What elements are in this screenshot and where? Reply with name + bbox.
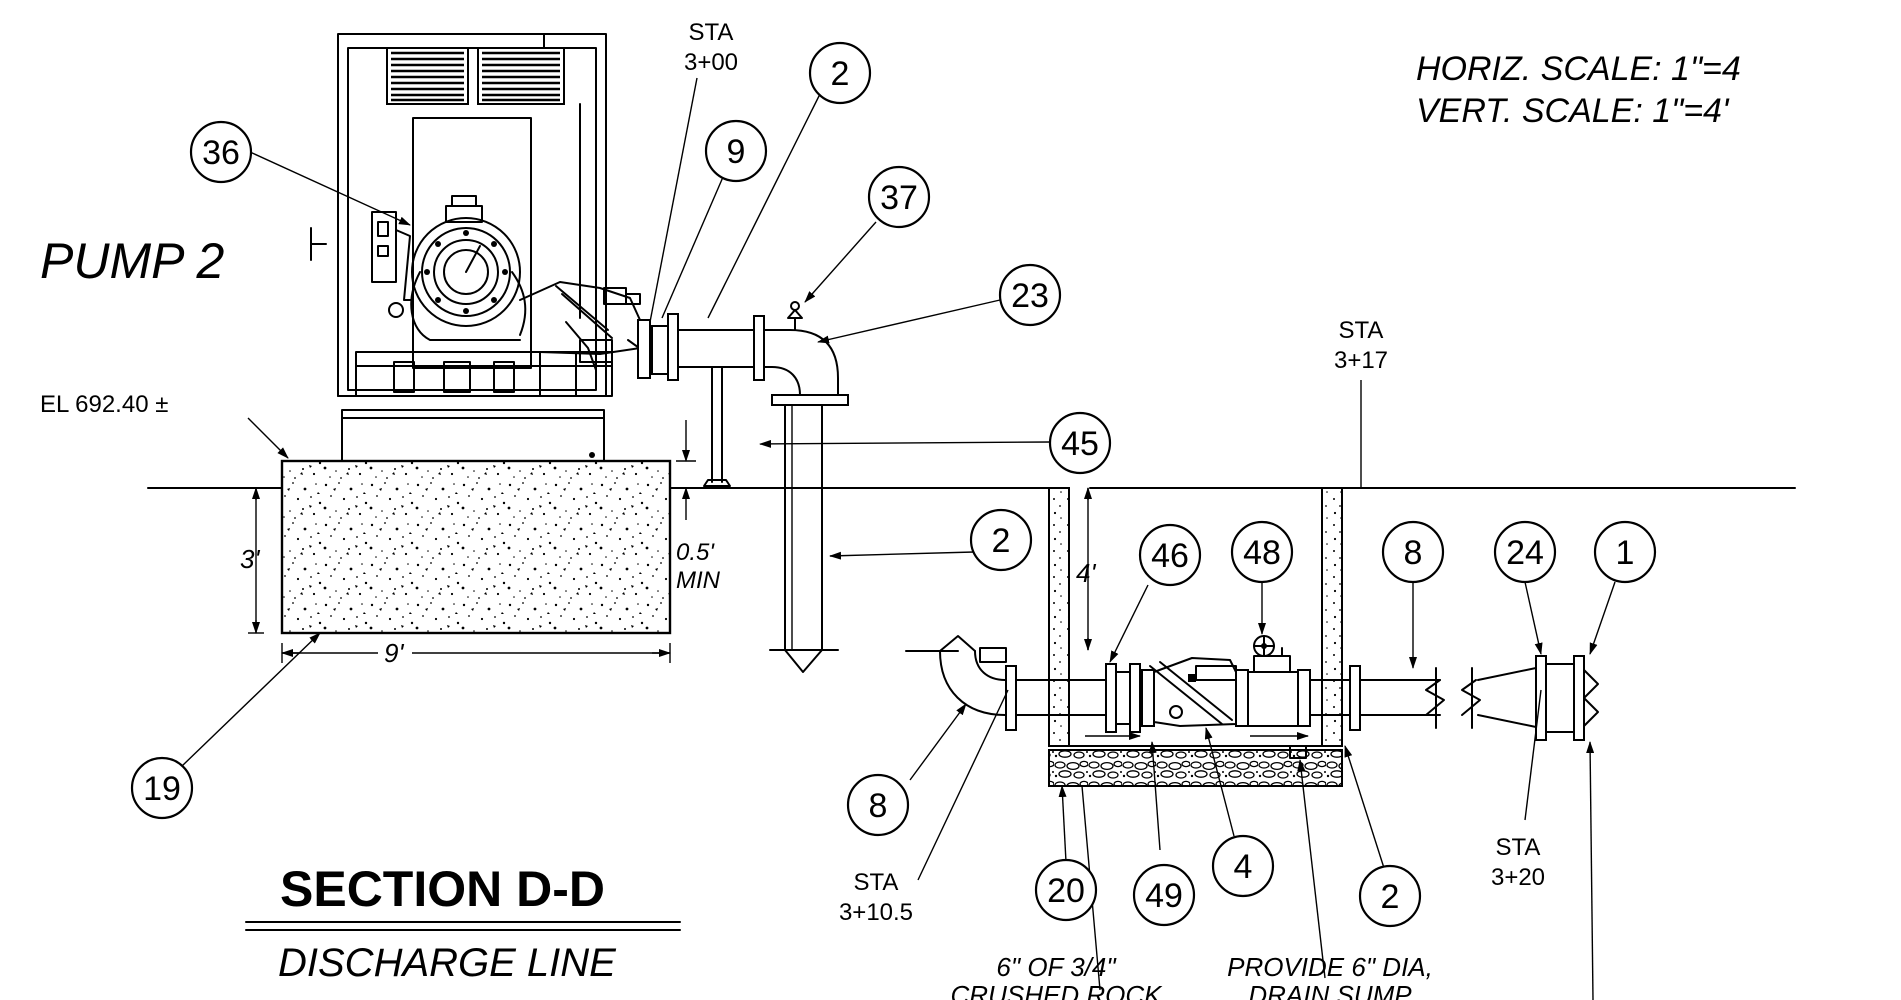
pit-depth-dimension: 4' [1076, 487, 1096, 651]
pump-label-marker [310, 227, 327, 261]
pump-volute [410, 195, 527, 341]
station-3-00: STA 3+00 [649, 19, 738, 323]
svg-text:45: 45 [1061, 425, 1099, 463]
clearance-label-1: 0.5' [676, 539, 715, 566]
svg-text:8: 8 [869, 787, 888, 825]
svg-text:49: 49 [1145, 877, 1183, 915]
pad-width-dimension: 9' [281, 638, 671, 668]
callout-19: 19 [130, 756, 194, 820]
svg-text:3+10.5: 3+10.5 [839, 899, 913, 926]
section-title: SECTION D-D [280, 861, 605, 917]
svg-text:20: 20 [1047, 872, 1085, 910]
station-3-20: STA 3+20 [1491, 689, 1545, 891]
svg-text:24: 24 [1506, 534, 1544, 572]
radiator-grille-left [386, 47, 469, 105]
callout-20: 20 [1034, 858, 1098, 922]
svg-text:3+00: 3+00 [684, 49, 738, 76]
callout-49: 49 [1132, 863, 1196, 927]
pad-width-label: 9' [384, 638, 404, 668]
clearance-dimension: 0.5' MIN [676, 420, 721, 594]
pump-label: PUMP 2 [40, 233, 224, 289]
pad-depth-dimension: 3' [240, 487, 264, 634]
valve-pit [1048, 487, 1343, 787]
svg-text:8: 8 [1404, 534, 1423, 572]
callout-2-mid: 2 [969, 508, 1033, 572]
station-3-10-5: STA 3+10.5 [839, 689, 1009, 926]
callout-9: 9 [704, 119, 768, 183]
callout-46: 46 [1138, 523, 1202, 587]
callout-1: 1 [1593, 520, 1657, 584]
svg-text:19: 19 [143, 770, 181, 808]
discharge-pipe-upper [637, 301, 849, 673]
pump-base [337, 339, 613, 462]
callout-8-top: 8 [1381, 520, 1445, 584]
crushed-rock-note: 6" OF 3/4" CRUSHED ROCK [951, 952, 1164, 1000]
control-panel [371, 211, 413, 318]
callout-36: 36 [189, 120, 253, 184]
callout-4: 4 [1211, 834, 1275, 898]
svg-text:DRAIN SUMP: DRAIN SUMP [1248, 980, 1412, 1000]
svg-text:3+17: 3+17 [1334, 347, 1388, 374]
concrete-pad [280, 459, 672, 635]
drain-sump-note: PROVIDE 6" DIA, DRAIN SUMP [1227, 952, 1433, 1000]
svg-text:2: 2 [1381, 878, 1400, 916]
callout-23: 23 [998, 263, 1062, 327]
callout-48: 48 [1230, 520, 1294, 584]
callout-37: 37 [867, 165, 931, 229]
callout-8-bottom: 8 [846, 773, 910, 837]
svg-text:6" OF 3/4": 6" OF 3/4" [996, 952, 1117, 982]
radiator-grille-right [477, 33, 581, 319]
svg-text:CRUSHED ROCK: CRUSHED ROCK [951, 980, 1164, 1000]
discharge-pipe-lower [905, 635, 1599, 741]
svg-text:48: 48 [1243, 534, 1281, 572]
svg-text:PROVIDE 6" DIA,: PROVIDE 6" DIA, [1227, 952, 1433, 982]
elevation-label: EL 692.40 ± [40, 391, 168, 418]
section-subtitle: DISCHARGE LINE [278, 941, 617, 985]
svg-text:1: 1 [1616, 534, 1635, 572]
svg-text:2: 2 [992, 522, 1011, 560]
pad-depth-label: 3' [240, 544, 260, 574]
clearance-label-2: MIN [676, 567, 721, 594]
svg-text:STA: STA [854, 869, 899, 896]
svg-text:36: 36 [202, 134, 240, 172]
svg-text:37: 37 [880, 179, 918, 217]
vert-scale-note: VERT. SCALE: 1"=4' [1416, 92, 1730, 130]
callout-24: 24 [1493, 520, 1557, 584]
svg-text:STA: STA [1496, 834, 1541, 861]
svg-text:3+20: 3+20 [1491, 864, 1545, 891]
pump-unit [337, 33, 643, 462]
callout-45: 45 [1048, 411, 1112, 475]
station-3-17: STA 3+17 [1334, 317, 1388, 488]
callout-2-bottom: 2 [1358, 864, 1422, 928]
horiz-scale-note: HORIZ. SCALE: 1"=4 [1416, 50, 1741, 88]
svg-text:9: 9 [727, 133, 746, 171]
svg-text:STA: STA [689, 19, 734, 46]
svg-text:46: 46 [1151, 537, 1189, 575]
svg-text:4: 4 [1234, 848, 1253, 886]
svg-text:2: 2 [831, 55, 850, 93]
elevation-leader [247, 417, 289, 459]
callout-2-top: 2 [808, 41, 872, 105]
pit-depth-label: 4' [1076, 558, 1096, 588]
svg-text:STA: STA [1339, 317, 1384, 344]
svg-text:23: 23 [1011, 277, 1049, 315]
